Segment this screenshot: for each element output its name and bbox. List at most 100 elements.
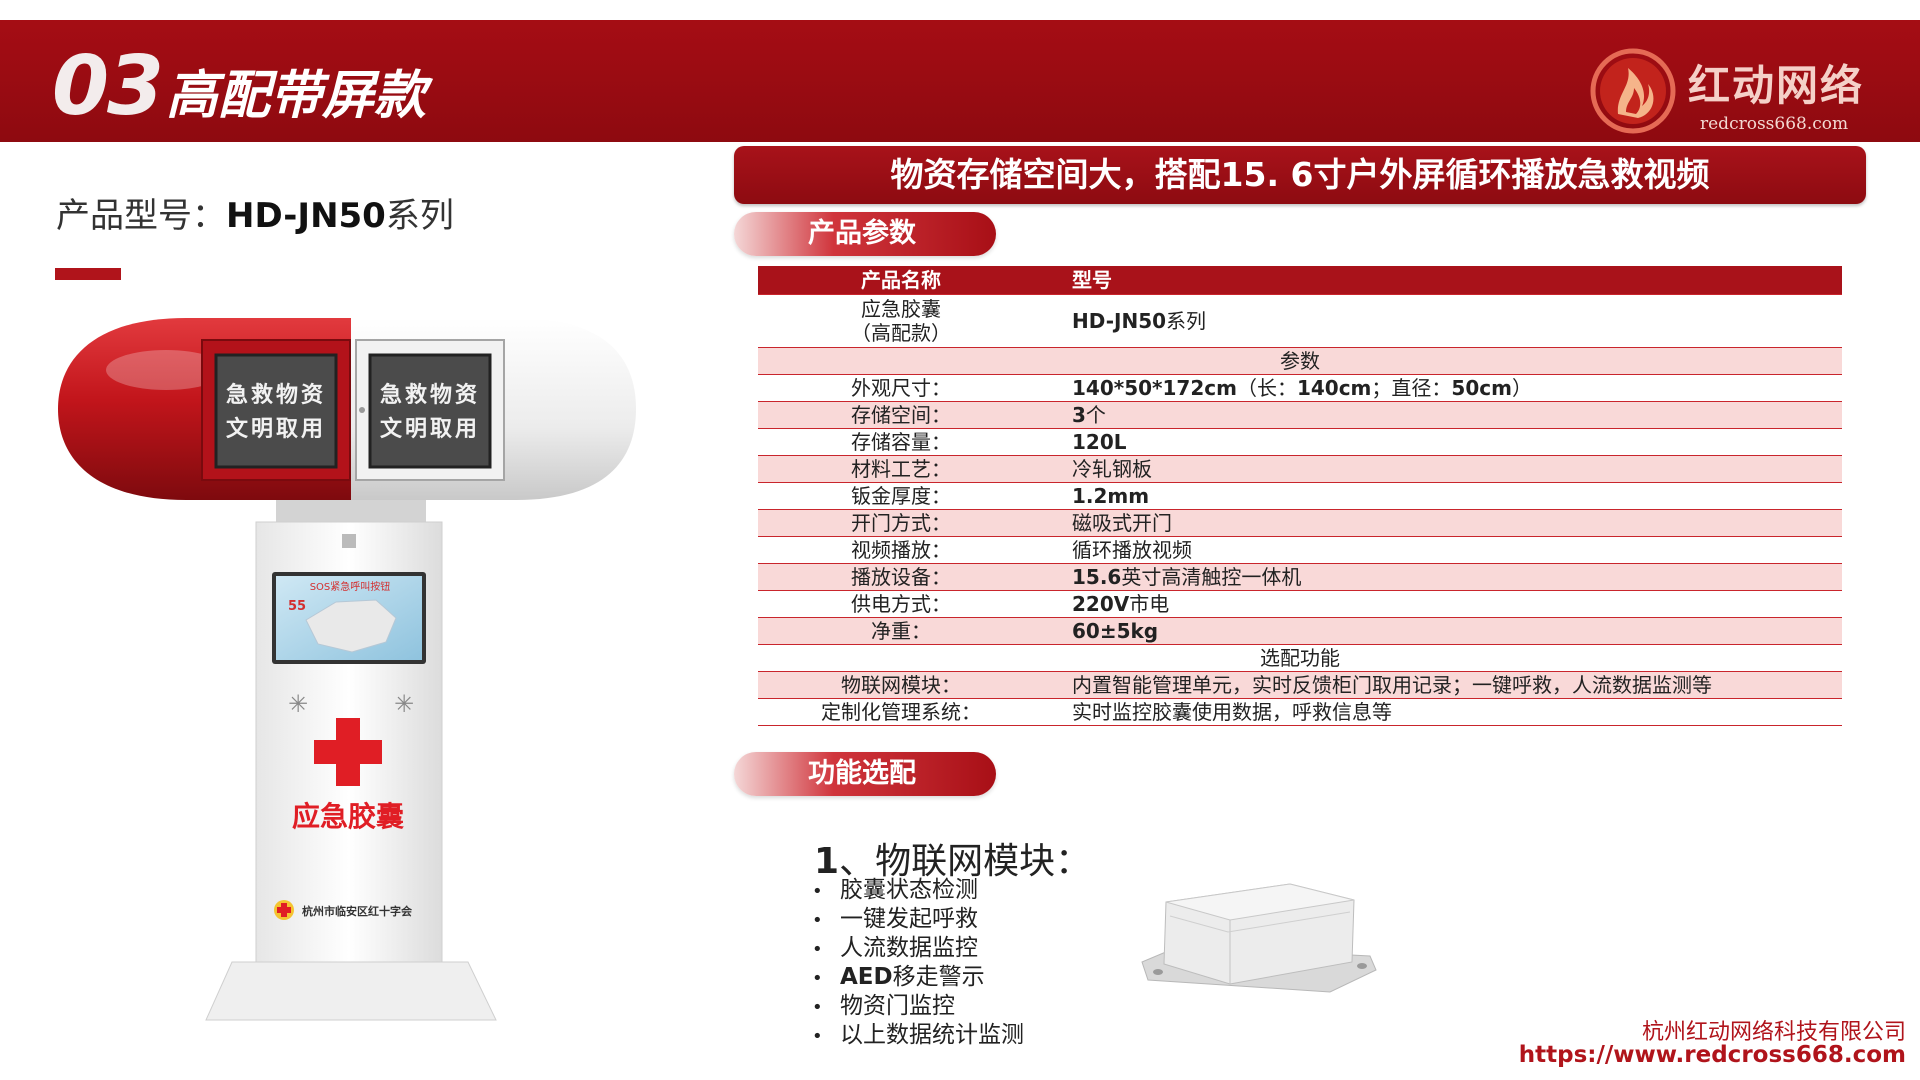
row-value: 60±5kg	[1044, 617, 1842, 645]
table-row: 净重： 60±5kg	[758, 617, 1842, 645]
model-label: 产品型号：	[56, 196, 226, 236]
row-label: 存储空间：	[758, 401, 1044, 429]
model-suffix: 系列	[385, 196, 454, 236]
row-value: 140*50*172cm（长：140cm；直径：50cm）	[1044, 374, 1842, 402]
table-row: 材料工艺： 冷轧钢板	[758, 455, 1842, 483]
list-item: 一键发起呼救	[812, 905, 1024, 934]
logo-name: 红动网络	[1688, 61, 1865, 110]
product-name-line2: （高配款）	[851, 321, 951, 345]
list-item: 以上数据统计监测	[812, 1021, 1024, 1050]
header-cell-model: 型号	[1044, 266, 1842, 295]
row-value: 冷轧钢板	[1044, 455, 1842, 483]
door-right-text-2: 文明取用	[380, 416, 480, 442]
model-value: HD-JN50	[226, 196, 386, 236]
product-model-cell: HD-JN50系列	[1044, 294, 1842, 348]
row-value-text: ）	[1511, 376, 1532, 400]
row-value: 内置智能管理单元，实时反馈柜门取用记录；一键呼救，人流数据监测等	[1044, 671, 1842, 699]
row-value-bold: 220V	[1072, 592, 1130, 616]
product-name-line1: 应急胶囊	[861, 297, 941, 321]
row-label: 供电方式：	[758, 590, 1044, 618]
flame-logo-icon	[1590, 48, 1676, 134]
table-row: 存储空间： 3个	[758, 401, 1842, 429]
table-row-options-title: 选配功能	[758, 644, 1842, 672]
list-item: 胶囊状态检测	[812, 876, 1024, 905]
list-item: AED移走警示	[812, 963, 1024, 992]
red-cross-icon	[314, 718, 382, 786]
door-left-text-2: 文明取用	[226, 416, 326, 442]
company-logo: 红动网络 redcross668.com	[1588, 42, 1908, 142]
product-model-rest: 系列	[1166, 309, 1207, 333]
table-row: 播放设备： 15.6英寸高清触控一体机	[758, 563, 1842, 591]
table-row-product: 应急胶囊 （高配款） HD-JN50系列	[758, 294, 1842, 348]
table-row: 定制化管理系统： 实时监控胶囊使用数据，呼救信息等	[758, 698, 1842, 726]
table-row: 外观尺寸： 140*50*172cm（长：140cm；直径：50cm）	[758, 374, 1842, 402]
list-item-text: 胶囊状态检测	[840, 877, 978, 903]
row-label: 材料工艺：	[758, 455, 1044, 483]
product-image: 急救物资 文明取用 急救物资 文明取用 SOS紧急呼叫按钮 55 ✳ ✳ 应急胶…	[58, 318, 636, 1021]
list-item-text: 物资门监控	[840, 993, 955, 1019]
function-list: 胶囊状态检测 一键发起呼救 人流数据监控 AED移走警示 物资门监控 以上数据统…	[812, 876, 1024, 1050]
footer-url-link[interactable]: https://www.redcross668.com	[1518, 1042, 1906, 1068]
list-item-text: 一键发起呼救	[840, 906, 978, 932]
org-label: 杭州市临安区红十字会	[302, 904, 413, 918]
row-value: 3个	[1044, 401, 1842, 429]
feature-banner: 物资存储空间大，搭配15. 6寸户外屏循环播放急救视频	[734, 146, 1866, 204]
row-value: 1.2mm	[1044, 482, 1842, 510]
row-value-bold: 60±5kg	[1072, 619, 1159, 643]
row-label: 物联网模块：	[758, 671, 1044, 699]
row-label: 外观尺寸：	[758, 374, 1044, 402]
row-value-bold: 15.6	[1072, 565, 1122, 589]
row-value-bold: 1.2mm	[1072, 484, 1150, 508]
svg-text:✳: ✳	[394, 690, 414, 718]
table-row-params-title: 参数	[758, 347, 1842, 375]
row-value-bold: 140cm	[1296, 376, 1372, 400]
row-label: 视频播放：	[758, 536, 1044, 564]
footer-company: 杭州红动网络科技有限公司	[1641, 1020, 1906, 1045]
row-value: 磁吸式开门	[1044, 509, 1842, 537]
table-header-row: 产品名称 型号	[758, 266, 1842, 295]
section-pill-params: 产品参数	[734, 212, 996, 256]
table-row: 钣金厚度： 1.2mm	[758, 482, 1842, 510]
product-model-bold: HD-JN50	[1072, 309, 1167, 333]
table-row: 视频播放： 循环播放视频	[758, 536, 1842, 564]
row-value: 15.6英寸高清触控一体机	[1044, 563, 1842, 591]
row-value-bold: 3	[1072, 403, 1086, 427]
row-value-bold: 140*50*172cm	[1072, 376, 1237, 400]
door-left-text-1: 急救物资	[226, 382, 326, 408]
row-label: 净重：	[758, 617, 1044, 645]
list-item-text: 人流数据监控	[840, 935, 978, 961]
model-line: 产品型号：HD-JN50系列	[56, 188, 454, 237]
row-value-text: 磁吸式开门	[1072, 511, 1172, 535]
accent-bar	[55, 268, 121, 280]
row-value-text: 循环播放视频	[1072, 538, 1192, 562]
svg-text:✳: ✳	[288, 690, 308, 718]
list-item-bold: AED	[840, 964, 893, 990]
table-row: 存储容量： 120L	[758, 428, 1842, 456]
table-row: 物联网模块： 内置智能管理单元，实时反馈柜门取用记录；一键呼救，人流数据监测等	[758, 671, 1842, 699]
row-label: 开门方式：	[758, 509, 1044, 537]
row-value-text: 市电	[1129, 592, 1170, 616]
params-title-cell: 参数	[758, 347, 1842, 375]
row-value-text: （长：	[1236, 376, 1297, 400]
screen-title: SOS紧急呼叫按钮	[310, 580, 391, 593]
row-value-text: ；直径：	[1371, 376, 1452, 400]
logo-domain: redcross668.com	[1700, 114, 1849, 134]
row-label: 存储容量：	[758, 428, 1044, 456]
list-item: 物资门监控	[812, 992, 1024, 1021]
row-value-text: 冷轧钢板	[1072, 457, 1152, 481]
list-item-text: 以上数据统计监测	[840, 1022, 1024, 1048]
table-row: 供电方式： 220V市电	[758, 590, 1842, 618]
section-number: 03	[52, 39, 164, 134]
section-pill-options: 功能选配	[734, 752, 996, 796]
row-value-text: 个	[1085, 403, 1106, 427]
row-value: 实时监控胶囊使用数据，呼救信息等	[1044, 698, 1842, 726]
cabinet-label: 应急胶囊	[292, 800, 404, 833]
list-item: 人流数据监控	[812, 934, 1024, 963]
row-value-bold: 120L	[1072, 430, 1127, 454]
header-bar: 03 高配带屏款 红动网络 redcross668.com	[0, 20, 1920, 142]
row-label: 播放设备：	[758, 563, 1044, 591]
list-item-text: 移走警示	[892, 964, 985, 990]
options-title-cell: 选配功能	[758, 644, 1842, 672]
row-value: 循环播放视频	[1044, 536, 1842, 564]
table-row: 开门方式： 磁吸式开门	[758, 509, 1842, 537]
